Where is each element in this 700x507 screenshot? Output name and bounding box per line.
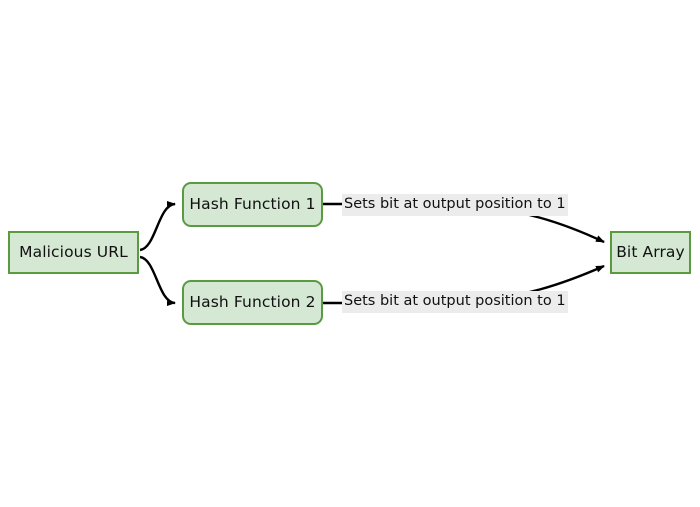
- node-malicious-url-label: Malicious URL: [19, 242, 128, 261]
- node-hash-function-1[interactable]: Hash Function 1: [182, 182, 323, 227]
- edge-label-hash-function-1-to-bit-array: Sets bit at output position to 1: [342, 194, 568, 216]
- edge-url-to-hash-function-1: [139, 200, 176, 252]
- node-bit-array[interactable]: Bit Array: [610, 231, 691, 274]
- node-bit-array-label: Bit Array: [616, 242, 685, 261]
- node-malicious-url[interactable]: Malicious URL: [8, 231, 139, 274]
- node-hash-function-2-label: Hash Function 2: [189, 292, 316, 311]
- node-hash-function-1-label: Hash Function 1: [189, 194, 316, 213]
- node-hash-function-2[interactable]: Hash Function 2: [182, 280, 323, 325]
- edge-label-hash-function-2-to-bit-array: Sets bit at output position to 1: [342, 291, 568, 313]
- edge-url-to-hash-function-2: [139, 255, 176, 307]
